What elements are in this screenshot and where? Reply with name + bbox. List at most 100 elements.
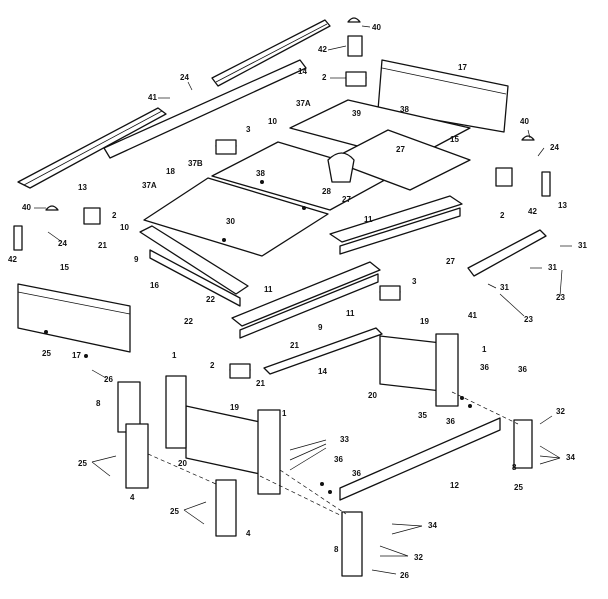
callout-37b: 37B xyxy=(188,159,203,168)
callout-25: 25 xyxy=(42,349,51,358)
channel-rail-8-front xyxy=(231,261,381,339)
callout-25: 25 xyxy=(170,507,179,516)
callout-11: 11 xyxy=(346,309,355,318)
callout-34: 34 xyxy=(428,521,437,530)
callout-26: 26 xyxy=(400,571,409,580)
callout-15: 15 xyxy=(60,263,69,272)
callout-21: 21 xyxy=(290,341,299,350)
callout-3: 3 xyxy=(246,125,251,134)
channel-rail-10 xyxy=(139,225,249,307)
callout-8: 8 xyxy=(334,545,339,554)
frame-rail-12-front xyxy=(339,417,501,501)
glide-2-bottom xyxy=(229,363,251,379)
callout-23: 23 xyxy=(524,315,533,324)
leg-bracket-right xyxy=(513,419,533,469)
callout-21: 21 xyxy=(98,241,107,250)
callout-19: 19 xyxy=(230,403,239,412)
trim-rail-14-front xyxy=(263,327,383,375)
callout-36: 36 xyxy=(518,365,527,374)
callout-36: 36 xyxy=(480,363,489,372)
callout-2: 2 xyxy=(500,211,505,220)
callout-31: 31 xyxy=(578,241,587,250)
leader-lines xyxy=(34,25,572,575)
callout-23: 23 xyxy=(556,293,565,302)
callout-41: 41 xyxy=(148,93,157,102)
callout-34: 34 xyxy=(566,453,575,462)
callout-10: 10 xyxy=(120,223,129,232)
alignment-line xyxy=(451,391,519,425)
screw-marks xyxy=(44,180,472,494)
callout-15: 15 xyxy=(450,135,459,144)
alignment-line xyxy=(147,453,217,485)
callout-36: 36 xyxy=(352,469,361,478)
callout-4: 4 xyxy=(130,493,135,502)
trim-rail-13-left xyxy=(17,107,167,189)
callout-11: 11 xyxy=(264,285,273,294)
channel-rail-8-right xyxy=(329,195,463,255)
alignment-line xyxy=(259,475,343,517)
callout-27: 27 xyxy=(342,195,351,204)
callout-40: 40 xyxy=(22,203,31,212)
frame-leg-1-center xyxy=(257,409,281,495)
callout-14: 14 xyxy=(298,67,307,76)
glide-2-right xyxy=(495,167,513,187)
callout-2: 2 xyxy=(322,73,327,82)
sleeve-42-right xyxy=(541,171,551,197)
leg-bracket-4-left xyxy=(125,423,149,489)
callout-2: 2 xyxy=(112,211,117,220)
callout-42: 42 xyxy=(8,255,17,264)
callout-24: 24 xyxy=(180,73,189,82)
callout-13: 13 xyxy=(558,201,567,210)
callout-42: 42 xyxy=(318,45,327,54)
callout-2: 2 xyxy=(210,361,215,370)
sleeve-42-left xyxy=(13,225,23,251)
callout-17: 17 xyxy=(458,63,467,72)
caster-cap-40-left xyxy=(45,205,59,211)
callout-38: 38 xyxy=(400,105,409,114)
glide-2-left xyxy=(83,207,101,225)
callout-1: 1 xyxy=(282,409,287,418)
trim-rail-14-center xyxy=(103,59,307,159)
callout-17: 17 xyxy=(72,351,81,360)
callout-38: 38 xyxy=(256,169,265,178)
caster-cap-40-right xyxy=(521,135,535,141)
frame-leg-1-right xyxy=(435,333,459,407)
callout-40: 40 xyxy=(520,117,529,126)
callout-35: 35 xyxy=(418,411,427,420)
glide-2-top xyxy=(345,71,367,87)
panel-right xyxy=(329,129,471,191)
callout-25: 25 xyxy=(78,459,87,468)
center-bracket-28 xyxy=(327,152,355,183)
callout-9: 9 xyxy=(134,255,139,264)
callout-28: 28 xyxy=(322,187,331,196)
callout-32: 32 xyxy=(556,407,565,416)
callout-18: 18 xyxy=(166,167,175,176)
callout-1: 1 xyxy=(482,345,487,354)
callout-27: 27 xyxy=(446,257,455,266)
trim-rail-13-right xyxy=(467,229,547,277)
callout-21: 21 xyxy=(256,379,265,388)
callout-19: 19 xyxy=(420,317,429,326)
callout-labels: 40 42 2 14 17 24 41 37A 38 3 10 39 27 15… xyxy=(8,23,587,580)
callout-12: 12 xyxy=(450,481,459,490)
callout-27: 27 xyxy=(396,145,405,154)
callout-42: 42 xyxy=(528,207,537,216)
side-panel-17-left xyxy=(17,283,131,353)
frame-leg-1-left xyxy=(165,375,187,449)
callout-40: 40 xyxy=(372,23,381,32)
sleeve-42-top xyxy=(347,35,363,57)
alignment-line xyxy=(279,469,347,515)
callout-41: 41 xyxy=(468,311,477,320)
caster-cap-40-top xyxy=(347,17,361,23)
callout-10: 10 xyxy=(268,117,277,126)
callout-9: 9 xyxy=(318,323,323,332)
callout-13: 13 xyxy=(78,183,87,192)
callout-22: 22 xyxy=(184,317,193,326)
callout-31: 31 xyxy=(548,263,557,272)
callout-20: 20 xyxy=(368,391,377,400)
callout-26: 26 xyxy=(104,375,113,384)
callout-30: 30 xyxy=(226,217,235,226)
callout-20: 20 xyxy=(178,459,187,468)
callout-37a: 37A xyxy=(296,99,311,108)
